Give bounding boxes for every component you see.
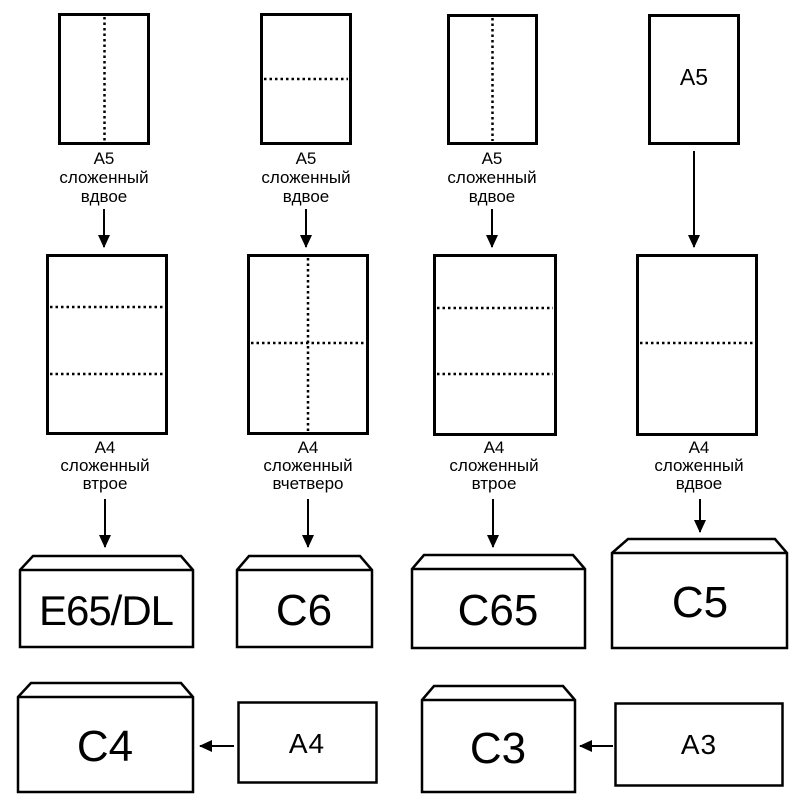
sheet-a4-col1 (46, 254, 168, 435)
a4-sheet-col4-group: A4 сложенный вдвое (636, 254, 758, 533)
sheet-a4-col4 (636, 254, 758, 436)
caption-a5-col3-l2: сложенный (447, 168, 536, 187)
envelope-c65: C65 (410, 553, 587, 650)
a4-sheet-col1-group: A4 сложенный втрое (46, 254, 168, 548)
caption-a4-col3-l3: втрое (472, 474, 517, 493)
flow-column-4: A5 (648, 14, 740, 248)
envelope-c4-group: C4 A4 (16, 681, 378, 794)
envelope-c6: C6 (235, 554, 374, 649)
flow-column-1: A5 сложенный вдвое (58, 13, 150, 248)
sheet-a5-col4 (648, 14, 740, 145)
caption-a5-col3-l3: вдвое (469, 187, 516, 206)
envelope-e65dl-label: E65/DL (39, 587, 173, 634)
sheet-a5-col4-label: A5 (680, 64, 708, 90)
sheet-a3-bottom-label: A3 (681, 729, 717, 760)
caption-a4-col1-l1: A4 (95, 438, 116, 457)
caption-a4-col2-l3: вчетверо (272, 474, 343, 493)
envelope-c4-label: C4 (77, 722, 133, 771)
sheet-a4-col2 (247, 254, 369, 435)
envelope-e65dl: E65/DL (18, 554, 195, 649)
caption-a4-col4-l2: сложенный (654, 456, 743, 475)
caption-a4-col4-l1: A4 (689, 438, 710, 457)
caption-a5-col2-l2: сложенный (261, 168, 350, 187)
envelope-c65-label: C65 (458, 586, 539, 635)
a4-sheet-col3-group: A4 сложенный втрое (433, 254, 557, 548)
caption-a4-col2-l1: A4 (298, 438, 319, 457)
sheet-a4-bottom-label: A4 (289, 728, 325, 759)
sheet-a4-bottom (237, 701, 378, 784)
envelope-c5-label: C5 (672, 578, 728, 627)
caption-a5-col1-l1: A5 (94, 149, 115, 168)
caption-a5-col2-l1: A5 (296, 149, 317, 168)
caption-a4-col4-l3: вдвое (676, 474, 723, 493)
caption-a5-col1-l3: вдвое (81, 187, 128, 206)
caption-a4-col3-l1: A4 (484, 438, 505, 457)
caption-a5-col2-l3: вдвое (283, 187, 330, 206)
sheet-a4-col3 (433, 254, 557, 436)
caption-a5-col1-l2: сложенный (59, 168, 148, 187)
envelope-c5-highlighted: C5 (610, 537, 789, 650)
sheet-a3-bottom (614, 702, 784, 787)
envelope-c3-group: C3 A3 (420, 684, 784, 794)
caption-a4-col1-l2: сложенный (60, 456, 149, 475)
envelope-c6-label: C6 (276, 586, 332, 635)
caption-a4-col2-l2: сложенный (263, 456, 352, 475)
caption-a4-col3-l2: сложенный (449, 456, 538, 475)
caption-a4-col1-l3: втрое (83, 474, 128, 493)
envelope-c3-label: C3 (470, 724, 526, 773)
flow-column-2: A5 сложенный вдвое (260, 13, 352, 248)
a4-sheet-col2-group: A4 сложенный вчетверо (247, 254, 369, 548)
caption-a5-col3-l1: A5 (482, 149, 503, 168)
flow-column-3: A5 сложенный вдвое (447, 14, 538, 248)
